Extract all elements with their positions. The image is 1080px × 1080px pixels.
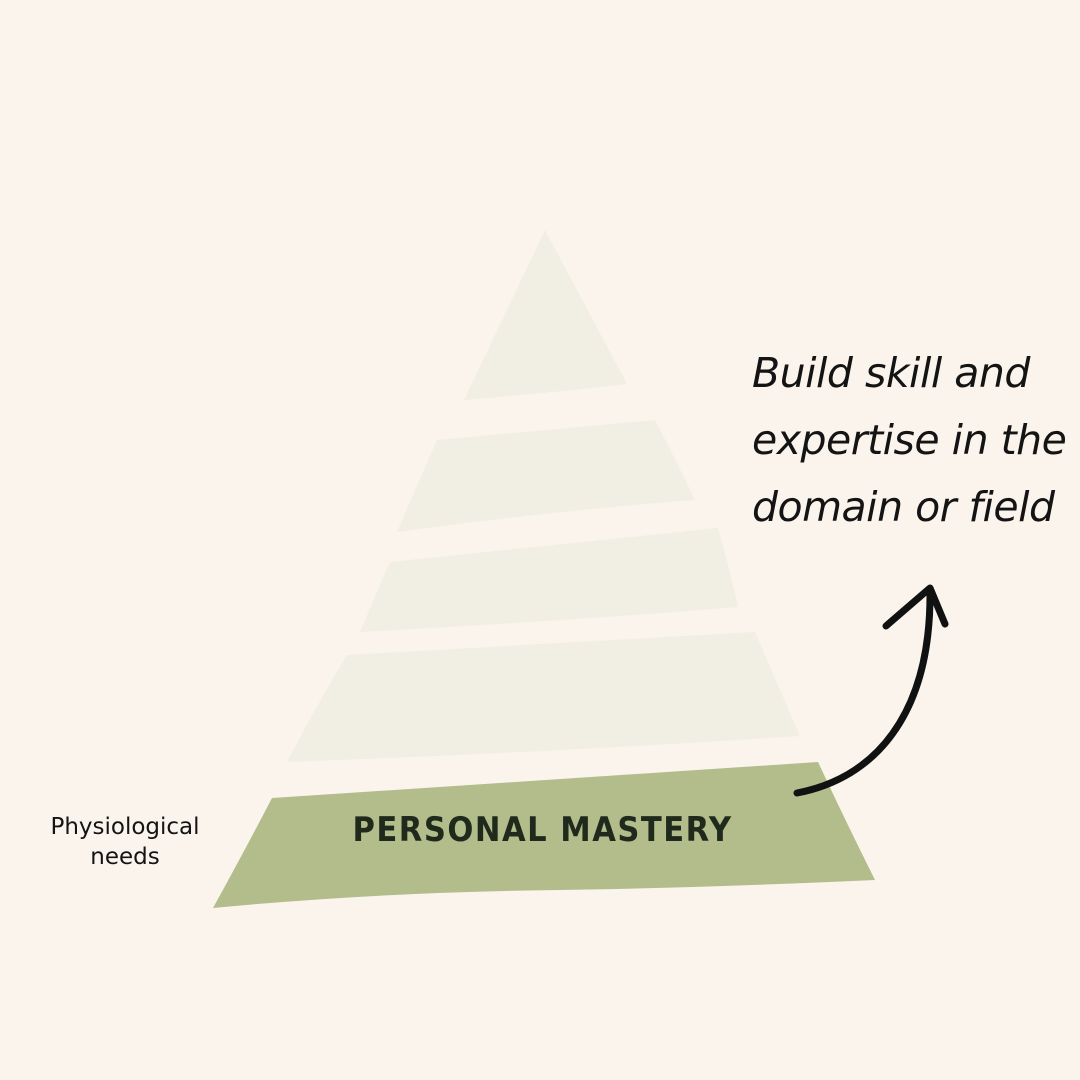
pyramid-tier-2 xyxy=(397,420,695,532)
tier-label-personal-mastery: PERSONAL MASTERY xyxy=(352,810,733,850)
callout-line-2: expertise in the xyxy=(752,416,1067,464)
pyramid-tier-4 xyxy=(287,632,800,762)
callout-line-3: domain or field xyxy=(752,483,1055,531)
pyramid-tier-3 xyxy=(360,528,738,632)
callout-line-1: Build skill and xyxy=(752,349,1030,397)
pyramid-tier-1 xyxy=(464,230,627,400)
side-label-line-2: needs xyxy=(90,844,160,870)
curved-arrow-up-icon xyxy=(793,584,949,797)
pyramid-tier-5 xyxy=(213,762,875,908)
side-label-line-1: Physiological xyxy=(50,814,200,840)
tier-side-label: Physiological needs xyxy=(20,812,230,872)
callout-text: Build skill and expertise in the domain … xyxy=(752,340,1072,541)
